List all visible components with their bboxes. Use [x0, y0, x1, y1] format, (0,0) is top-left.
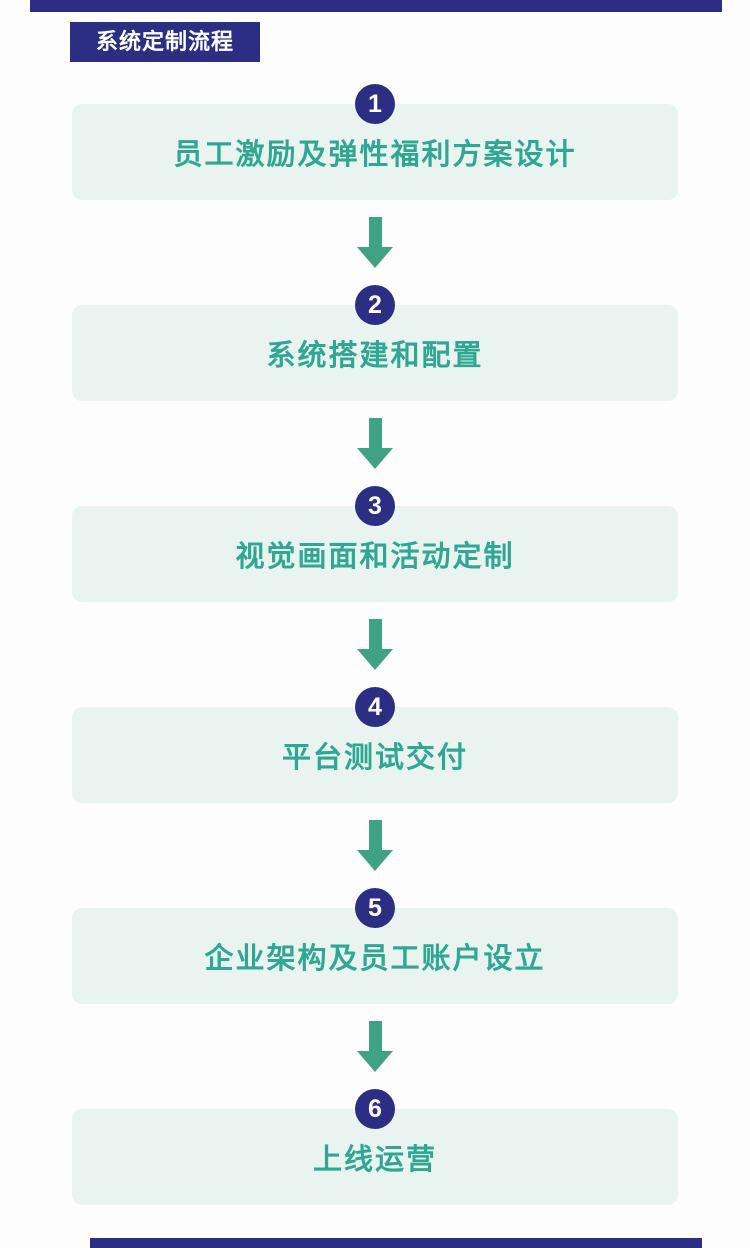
step-label: 员工激励及弹性福利方案设计: [173, 139, 577, 171]
step-4: 4 平台测试交付: [0, 687, 750, 803]
step-number-badge: 5: [355, 888, 395, 928]
step-label: 视觉画面和活动定制: [235, 541, 515, 573]
step-number: 3: [368, 491, 382, 520]
step-number-badge: 2: [355, 285, 395, 325]
down-arrow-icon: [0, 820, 750, 871]
step-number: 4: [368, 692, 382, 721]
step-number-badge: 4: [355, 687, 395, 727]
step-5: 5 企业架构及员工账户设立: [0, 888, 750, 1004]
step-card: 平台测试交付: [72, 707, 678, 803]
down-arrow-icon: [0, 217, 750, 268]
step-label: 企业架构及员工账户设立: [204, 943, 546, 975]
step-label: 系统搭建和配置: [266, 340, 484, 372]
step-3: 3 视觉画面和活动定制: [0, 486, 750, 602]
step-number: 1: [368, 89, 382, 118]
step-number-badge: 1: [355, 84, 395, 124]
step-label: 平台测试交付: [281, 742, 468, 774]
bottom-accent-bar: [90, 1238, 702, 1248]
step-6: 6 上线运营: [0, 1089, 750, 1205]
process-flow: 1 员工激励及弹性福利方案设计 2 系统搭建和配置 3 视觉画面和活动定制: [0, 84, 750, 1205]
top-accent-bar: [30, 0, 722, 12]
step-number-badge: 3: [355, 486, 395, 526]
step-label: 上线运营: [312, 1144, 437, 1176]
step-number: 6: [368, 1094, 382, 1123]
down-arrow-icon: [0, 418, 750, 469]
step-number: 5: [368, 893, 382, 922]
step-number: 2: [368, 290, 382, 319]
step-card: 系统搭建和配置: [72, 305, 678, 401]
step-1: 1 员工激励及弹性福利方案设计: [0, 84, 750, 200]
step-number-badge: 6: [355, 1089, 395, 1129]
step-2: 2 系统搭建和配置: [0, 285, 750, 401]
down-arrow-icon: [0, 619, 750, 670]
section-title-badge: 系统定制流程: [70, 22, 261, 62]
down-arrow-icon: [0, 1021, 750, 1072]
